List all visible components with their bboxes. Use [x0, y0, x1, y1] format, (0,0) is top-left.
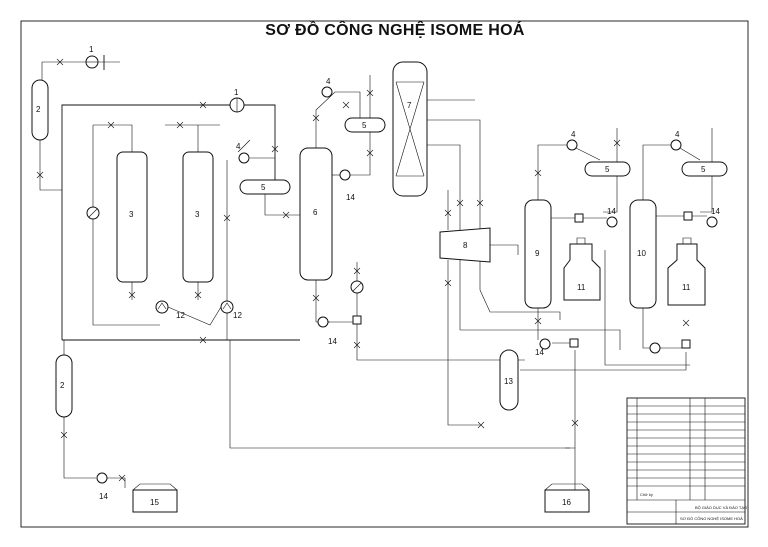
line-to-5: [244, 104, 276, 180]
tank-15: [132, 489, 178, 513]
drawing-frame: [20, 20, 749, 528]
pump-14-col9-bottom: [539, 338, 551, 350]
header-top: [61, 104, 230, 190]
label-5d: 5: [701, 165, 706, 174]
title-block-unit: BỘ GIÁO DỤC VÀ ĐÀO TẠO: [695, 505, 747, 510]
pump-14-mid: [339, 169, 351, 181]
label-14f: 14: [711, 207, 720, 216]
drum-13: [499, 349, 519, 411]
label-15: 15: [150, 498, 159, 507]
label-7: 7: [407, 101, 412, 110]
valve-c1: [271, 145, 279, 153]
title-block-sign: Chữ ký: [640, 492, 653, 497]
label-14a: 14: [99, 492, 108, 501]
label-12b: 12: [233, 311, 242, 320]
title-block: [626, 397, 746, 525]
label-2b: 2: [60, 381, 65, 390]
feed-pump-1: [85, 55, 99, 69]
label-10: 10: [637, 249, 646, 258]
cooler-4c: [566, 139, 578, 151]
furnace-11a: [563, 243, 601, 301]
valve-header: [199, 101, 207, 109]
valve-drum2: [36, 171, 44, 179]
exchanger-8: [439, 227, 491, 263]
title-block-drawing: SƠ ĐỒ CÔNG NGHỆ ISOME HOÁ: [680, 516, 743, 521]
label-4a: 4: [236, 142, 241, 151]
compressor-1: [229, 97, 245, 113]
label-12a: 12: [176, 311, 185, 320]
label-13: 13: [504, 377, 513, 386]
label-1a: 1: [89, 45, 94, 54]
label-5b: 5: [362, 121, 367, 130]
tank-16: [544, 489, 590, 513]
cooler-4b: [321, 86, 333, 98]
label-16: 16: [562, 498, 571, 507]
label-4c: 4: [571, 130, 576, 139]
bottom-product-line: [229, 340, 570, 449]
page-title: SƠ ĐỒ CÔNG NGHỆ ISOME HOÁ: [265, 22, 525, 39]
label-5c: 5: [605, 165, 610, 174]
label-9: 9: [535, 249, 540, 258]
label-8: 8: [463, 241, 468, 250]
pump-14-col6: [317, 316, 329, 328]
label-14b: 14: [346, 193, 355, 202]
pump-14-col10-bottom: [649, 342, 661, 354]
label-14e: 14: [607, 207, 616, 216]
label-5a: 5: [261, 183, 266, 192]
valves-adsorber-top: [107, 121, 184, 129]
label-4d: 4: [675, 130, 680, 139]
adsorber-loop: [92, 125, 160, 326]
valve-feed: [56, 58, 64, 66]
label-3b: 3: [195, 210, 200, 219]
label-11b: 11: [682, 283, 691, 292]
equipment-labels: 1 1 2 2 3 3 4 4 4 4 5 5 5 5 6 7 8 9 10 1…: [36, 45, 720, 507]
label-3a: 3: [129, 210, 134, 219]
separator-5c: [584, 161, 631, 177]
label-4b: 4: [326, 77, 331, 86]
cooler-4a: [238, 152, 250, 164]
pump-14-col10: [706, 216, 718, 228]
cooler-4d: [670, 139, 682, 151]
label-11a: 11: [577, 283, 586, 292]
furnace-11b: [667, 243, 706, 306]
label-14c: 14: [328, 337, 337, 346]
pump-14-left: [96, 472, 108, 484]
separator-5b: [344, 117, 386, 133]
adsorber-top-lines: [93, 124, 220, 152]
line-drum2-out: [39, 140, 62, 191]
label-1b: 1: [234, 88, 239, 97]
label-14d: 14: [535, 348, 544, 357]
pump-14-col9: [606, 216, 618, 228]
separator-5d: [681, 161, 728, 177]
label-2a: 2: [36, 105, 41, 114]
label-6: 6: [313, 208, 318, 217]
title-block-text: Chữ ký BỘ GIÁO DỤC VÀ ĐÀO TẠO SƠ ĐỒ CÔNG…: [640, 492, 747, 521]
